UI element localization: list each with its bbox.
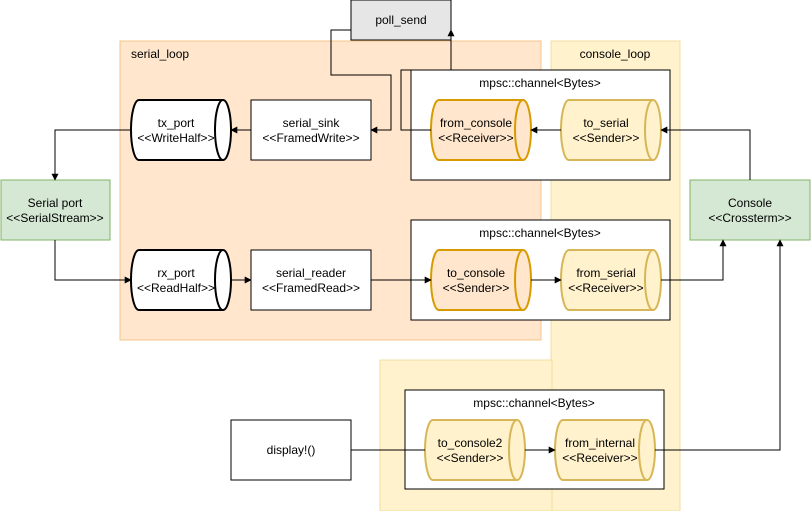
channel-bottom-title: mpsc::channel<Bytes> xyxy=(473,396,594,410)
from-internal-line1: from_internal xyxy=(565,436,635,450)
serial-sink-line2: <<FramedWrite>> xyxy=(262,131,359,145)
console-loop-label: console_loop xyxy=(580,47,651,61)
edge-from-internal-to-console xyxy=(655,239,784,451)
from-console-cylinder: from_console <<Receiver>> xyxy=(430,99,532,161)
serial-loop-label: serial_loop xyxy=(131,47,189,61)
serial-reader-line1: serial_reader xyxy=(276,266,346,280)
from-serial-cylinder: from_serial <<Receiver>> xyxy=(560,249,662,311)
from-serial-line1: from_serial xyxy=(576,266,635,280)
from-serial-line2: <<Receiver>> xyxy=(568,281,643,295)
from-internal-line2: <<Receiver>> xyxy=(562,451,637,465)
serial-port-line1: Serial port xyxy=(28,196,83,210)
console-box xyxy=(689,179,811,241)
edge-from-serial-to-console xyxy=(661,239,727,281)
to-serial-line1: to_serial xyxy=(583,116,628,130)
console-line1: Console xyxy=(728,196,772,210)
serial-sink-box xyxy=(250,99,372,161)
serial-port-box xyxy=(0,179,111,241)
from-console-line1: from_console xyxy=(440,116,512,130)
to-console-cylinder: to_console <<Sender>> xyxy=(430,249,532,311)
to-console2-line1: to_console2 xyxy=(438,436,503,450)
edge-from-console-to-poll-send xyxy=(400,29,455,131)
to-console2-cylinder: to_console2 <<Sender>> xyxy=(424,419,526,481)
channel-top-title: mpsc::channel<Bytes> xyxy=(479,76,600,90)
channel-middle-title: mpsc::channel<Bytes> xyxy=(479,226,600,240)
serial-reader-box xyxy=(250,249,372,311)
poll-send-box xyxy=(350,0,452,41)
tx-port-line1: tx_port xyxy=(158,116,195,130)
console-line2: <<Crossterm>> xyxy=(708,211,791,225)
to-serial-cylinder: to_serial <<Sender>> xyxy=(560,99,662,161)
edge-console-to-to-serial xyxy=(660,126,751,180)
serial-reader-line2: <<FramedRead>> xyxy=(262,281,360,295)
rx-port-line2: <<ReadHalf>> xyxy=(137,281,215,295)
serial-sink-line1: serial_sink xyxy=(283,116,341,130)
rx-port-line1: rx_port xyxy=(157,266,195,280)
to-console-line1: to_console xyxy=(447,266,505,280)
display-box xyxy=(230,419,352,481)
from-internal-cylinder: from_internal <<Receiver>> xyxy=(554,419,656,481)
to-console2-line2: <<Sender>> xyxy=(437,451,504,465)
edge-tx-port-to-serial-port xyxy=(51,129,131,181)
poll-send-label: poll_send xyxy=(375,13,426,27)
from-console-line2: <<Receiver>> xyxy=(438,131,513,145)
tx-port-cylinder: tx_port <<WriteHalf>> xyxy=(130,99,232,161)
rx-port-cylinder: rx_port <<ReadHalf>> xyxy=(130,249,232,311)
display-label: display!() xyxy=(267,443,316,457)
serial-port-line2: <<SerialStream>> xyxy=(6,211,103,225)
to-console-line2: <<Sender>> xyxy=(443,281,510,295)
to-serial-line2: <<Sender>> xyxy=(573,131,640,145)
edge-poll-send-to-serial-sink xyxy=(330,29,392,134)
tx-port-line2: <<WriteHalf>> xyxy=(137,131,214,145)
edge-serial-port-to-rx-port xyxy=(54,240,132,284)
